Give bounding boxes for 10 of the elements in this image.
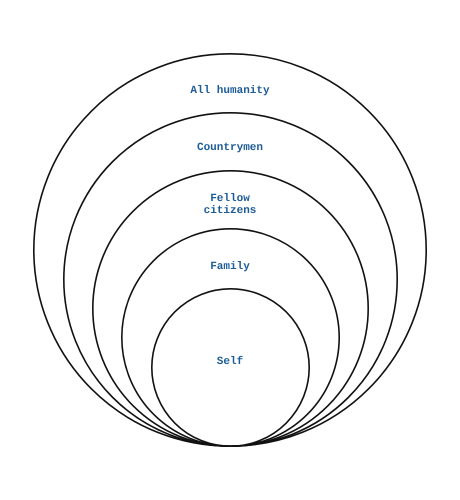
circle-label: Self — [216, 356, 244, 368]
circle-region — [92, 170, 368, 447]
circle-label: Family — [209, 261, 251, 273]
circle-label: Countrymen — [196, 142, 264, 154]
circle-region — [150, 288, 310, 447]
circle-region — [120, 228, 340, 447]
circle-region — [33, 53, 427, 447]
circle-region — [62, 112, 398, 447]
circle-label: All humanity — [189, 85, 271, 97]
circle-label: Fellow citizens — [202, 193, 258, 217]
